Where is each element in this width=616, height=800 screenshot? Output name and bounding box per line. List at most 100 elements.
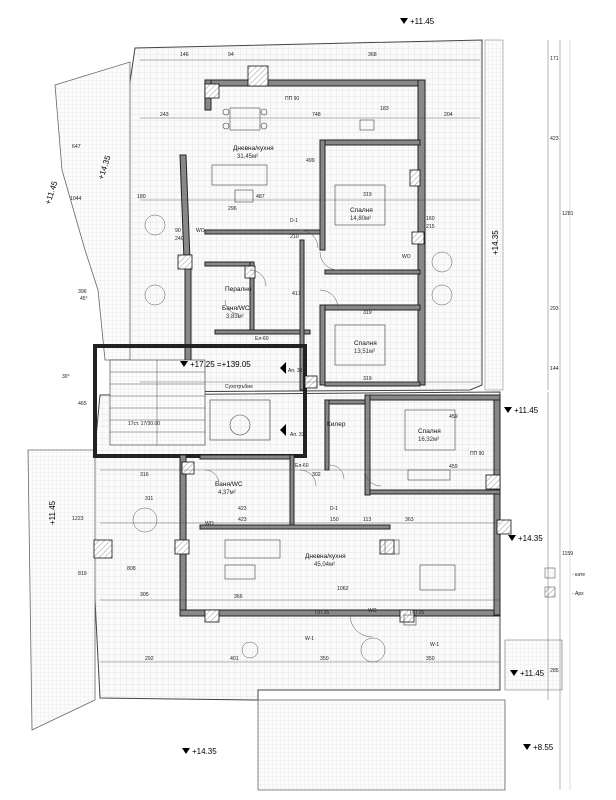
legend-swatch-a [544,567,556,579]
room-area-bed2: 13,51м² [354,349,375,355]
elevation-right-b: +14.35 [518,534,543,543]
room-area-bed1: 14,80м² [350,216,371,222]
dim-808: 808 [127,566,136,572]
tag-wo-bottom: WO [368,608,377,614]
tag-pp90-top: ПП 90 [285,96,299,102]
dim-292: 292 [145,656,154,662]
room-area-bed3: 16,32м² [418,437,439,443]
dim-423v: 423 [550,136,559,142]
tag-wo-right: WO [402,254,411,260]
dim-363: 363 [405,517,414,523]
room-name-bed2: Спалня [354,340,377,347]
label-el60-top: Ел-60 [255,336,269,342]
dim-499: 499 [306,158,315,164]
dim-94: 94 [228,52,234,58]
columns [93,65,512,623]
dim-146: 146 [180,52,189,58]
label-ap33: Ап. 33 [290,432,305,438]
dim-243: 243 [160,112,169,118]
room-name-laundry: Перално [225,286,252,293]
dim-401: 401 [230,656,239,662]
dim-1062: 1062 [337,586,349,592]
room-area-living-bottom: 45,04м² [314,562,335,568]
dim-417: 417 [292,291,301,297]
label-angle30: 30° [62,374,70,380]
dim-180: 180 [137,194,146,200]
room-name-bath-bottom: Баня/WC [215,481,243,488]
tag-d1-top: D-1 [290,218,298,224]
dim-160: 160 [426,216,435,222]
dim-293: 293 [550,306,559,312]
tag-pp25-bottom-2: ПП 25 [410,610,424,616]
legend-swatch-b [544,586,556,598]
tag-wo-lower-left: WO [205,521,214,527]
room-labels: Дневна/кухня 31,45м² Спалня 14,80м² Спал… [215,145,441,568]
dim-90: 90 [175,228,181,234]
room-name-pantry: Килер [327,421,346,428]
dim-350a: 350 [320,656,329,662]
room-name-bath-top: Баня/WC [222,305,250,312]
dim-305: 305 [140,592,149,598]
room-name-bed1: Спалня [350,207,373,214]
terrace-upper [54,39,483,393]
dim-319a: 319 [363,192,372,198]
dim-1281: 1281 [562,211,574,217]
dim-368: 368 [368,52,377,58]
dim-647: 647 [72,144,81,150]
tag-wo-left: WO [196,228,205,234]
dim-465: 465 [78,401,87,407]
dim-748: 748 [312,112,321,118]
elevation-left-top: +11.45 [43,179,59,205]
tag-w1-bottom: W-1 [305,636,314,642]
dim-459b: 459 [449,464,458,470]
dimension-lines [100,40,549,700]
dim-1044: 1044 [70,196,82,202]
elevation-left-bottom: +11.45 [48,500,57,525]
elevation-right-a: +11.45 [514,406,539,415]
label-stairs: 17ст. 17/30.00 [128,421,160,427]
dim-210: 210 [290,234,299,240]
elevation-bottom-right: +8.55 [533,743,554,752]
dim-319b: 319 [363,310,372,316]
dimension-texts: 146 94 368 243 748 204 183 487 319 319 3… [70,52,574,674]
room-name-dry-riser: Сухотръбие [225,384,253,390]
dim-423b: 423 [238,506,247,512]
dim-366: 366 [234,594,243,600]
dim-423a: 423 [238,517,247,523]
stair-core [93,344,307,458]
dim-487: 487 [256,194,265,200]
dim-302: 302 [312,472,321,478]
room-area-living-top: 31,45м² [237,154,258,160]
dim-150: 150 [330,517,339,523]
dim-350b: 350 [426,656,435,662]
tag-pp25-bottom: ПП 25 [315,610,329,616]
dim-113: 113 [363,517,371,523]
tag-pp90-right: ПП 90 [470,451,484,457]
dim-396: 396 [78,289,87,295]
dim-819: 819 [78,571,87,577]
dim-183: 183 [380,106,389,112]
opening-tags: ПП 90 ПП 90 ПП 25 ПП 25 WO WO WO WO W-1 … [196,96,484,648]
legend-b: - Арх [572,591,584,597]
dim-215: 215 [426,224,435,230]
elevation-right-bottom: +11.45 [520,669,545,678]
tag-w1-bottom-2: W-1 [430,642,439,648]
elevation-stair: +17.25 =+139.05 [190,360,251,369]
dim-1159: 1159 [562,551,573,557]
room-name-living-top: Дневна/кухня [233,145,274,152]
dim-285: 285 [550,668,559,674]
label-el60-bottom: Ел-60 [295,463,309,469]
dim-296: 296 [228,206,237,212]
legend-a: - кате [572,572,585,578]
misc-labels: Ап. 32 Ап. 33 Ел-60 Ел-60 17ст. 17/30.00… [62,296,585,598]
elevation-right-mid: +14.35 [491,230,500,255]
tag-d1-bottom: D-1 [330,506,338,512]
room-name-bed3: Спалня [418,428,441,435]
right-facade [484,39,571,790]
dim-1223: 1223 [72,516,84,522]
room-area-bath-bottom: 4,37м² [218,490,236,496]
room-area-bath-top: 3,83м² [226,314,244,320]
room-name-living-bottom: Дневна/кухня [305,553,346,560]
dim-319c: 319 [363,376,372,382]
